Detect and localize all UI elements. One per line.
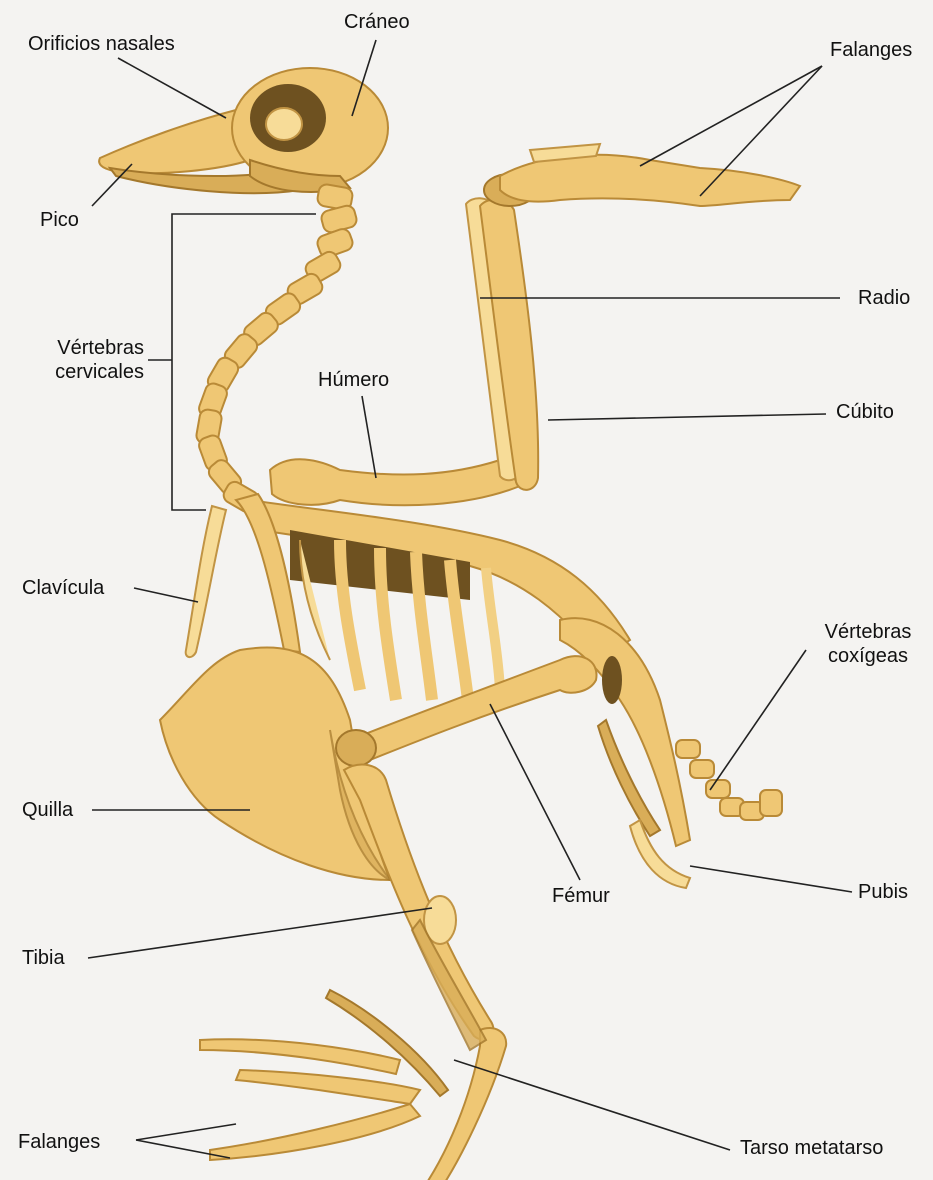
label-orificios-nasales: Orificios nasales [28, 32, 175, 56]
label-pico: Pico [40, 208, 79, 232]
clavicle-bone [186, 506, 226, 657]
label-vertebras-coxigeas-line1: Vértebras [806, 620, 930, 644]
label-radio: Radio [858, 286, 910, 310]
tibia-bone [344, 765, 493, 1040]
label-vertebras-coxigeas: Vértebras coxígeas [806, 620, 930, 668]
label-vertebras-cervicales: Vértebras cervicales [22, 336, 144, 384]
tarsometatarsus-bone [426, 1028, 506, 1180]
label-falanges-pata: Falanges [18, 1130, 100, 1154]
skull-group [99, 68, 388, 193]
label-pubis: Pubis [858, 880, 908, 904]
label-vertebras-cervicales-line2: cervicales [22, 360, 144, 384]
label-femur: Fémur [552, 884, 610, 908]
pelvis [560, 618, 782, 888]
label-tibia: Tibia [22, 946, 65, 970]
label-tarso-metatarso: Tarso metatarso [740, 1136, 883, 1160]
label-craneo: Cráneo [344, 10, 410, 34]
label-vertebras-coxigeas-line2: coxígeas [806, 644, 930, 668]
label-quilla: Quilla [22, 798, 73, 822]
label-humero: Húmero [318, 368, 389, 392]
beak [99, 110, 250, 173]
label-vertebras-cervicales-line1: Vértebras [22, 336, 144, 360]
toe-phalanges [236, 1070, 420, 1104]
eye-socket-inner [266, 108, 302, 140]
label-falanges-ala: Falanges [830, 38, 912, 62]
label-cubito: Cúbito [836, 400, 894, 424]
wing-phalanges [500, 155, 800, 206]
humerus-bone [270, 459, 520, 505]
label-clavicula: Clavícula [22, 576, 104, 600]
